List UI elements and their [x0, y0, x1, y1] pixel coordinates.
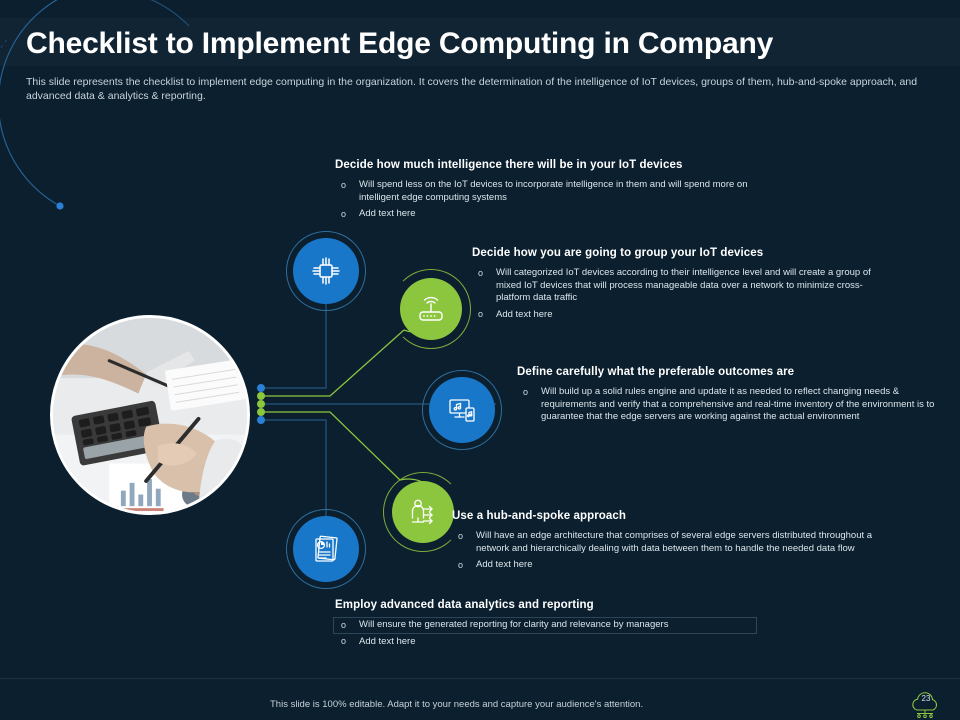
photo-frame — [50, 315, 250, 515]
checklist-bullets: Will ensure the generated reporting for … — [333, 617, 757, 649]
bullet-highlighted[interactable]: Will ensure the generated reporting for … — [333, 617, 757, 634]
bullet: Will spend less on the IoT devices to in… — [335, 178, 755, 204]
footer-note: This slide is 100% editable. Adapt it to… — [270, 699, 644, 710]
bullet: Add text here — [335, 635, 755, 649]
checklist-item-grouping: Decide how you are going to group your I… — [472, 246, 892, 325]
microchip-icon — [312, 257, 340, 285]
checklist-heading: Use a hub-and-spoke approach — [452, 510, 627, 522]
checklist-item-intelligence: Decide how much intelligence there will … — [335, 158, 755, 225]
checklist-item-hub-spoke: Use a hub-and-spoke approach Will have a… — [452, 509, 900, 576]
person-workflow-icon — [411, 499, 433, 525]
checklist-heading: Decide how you are going to group your I… — [472, 247, 764, 259]
connector-dot-4 — [257, 408, 265, 416]
connector-dot-3 — [257, 400, 265, 408]
checklist-bullets: Will build up a solid rules engine and u… — [517, 386, 942, 424]
checklist-item-outcomes: Define carefully what the preferable out… — [517, 365, 942, 428]
page-number: 23 — [921, 694, 931, 703]
checklist-bullets: Will have an edge architecture that comp… — [452, 529, 900, 572]
checklist-item-analytics: Employ advanced data analytics and repor… — [333, 598, 757, 652]
connector-dot-5 — [257, 416, 265, 424]
checklist-heading: Define carefully what the preferable out… — [517, 366, 795, 378]
bullet: Will build up a solid rules engine and u… — [517, 386, 942, 424]
bullet: Add text here — [472, 308, 892, 322]
page-title: Checklist to Implement Edge Computing in… — [26, 27, 774, 60]
bullet: Will categorized IoT devices according t… — [472, 267, 892, 305]
page-subtitle: This slide represents the checklist to i… — [26, 76, 918, 102]
monitor-mobile-icon — [449, 399, 475, 422]
checklist-heading: Decide how much intelligence there will … — [335, 159, 683, 171]
node-devices[interactable] — [422, 370, 502, 450]
photo-hands-calculator-icon — [53, 318, 247, 512]
bullet: Add text here — [452, 559, 900, 572]
wifi-router-icon — [419, 296, 443, 321]
bullet: Will have an edge architecture that comp… — [452, 529, 900, 555]
report-charts-icon — [315, 535, 338, 562]
node-workflow[interactable] — [383, 472, 463, 552]
node-router[interactable] — [391, 269, 471, 349]
checklist-bullets: Will spend less on the IoT devices to in… — [335, 178, 755, 221]
cloud-icon — [912, 692, 937, 718]
checklist-heading: Employ advanced data analytics and repor… — [335, 599, 594, 611]
footer-divider — [0, 678, 960, 679]
node-report[interactable] — [286, 509, 366, 589]
photo-circle — [50, 315, 250, 515]
connector-dot-1 — [257, 384, 265, 392]
bullet: Add text here — [335, 208, 755, 221]
connector-dot-2 — [257, 392, 265, 400]
node-chip[interactable] — [286, 231, 366, 311]
checklist-bullets: Will categorized IoT devices according t… — [472, 267, 892, 321]
